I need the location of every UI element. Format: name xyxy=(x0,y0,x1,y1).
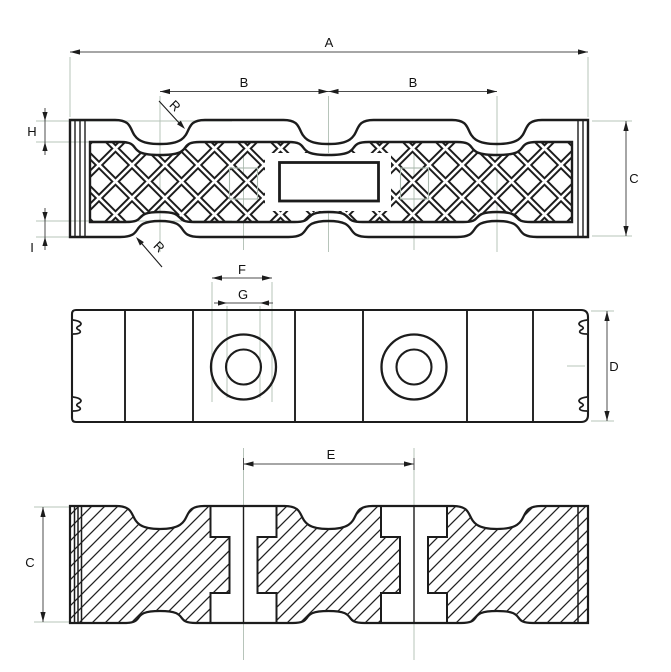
plan-outline xyxy=(70,308,590,424)
center-plate xyxy=(278,161,380,203)
dim-c-front-label: C xyxy=(629,171,638,186)
dim-r-top: R xyxy=(158,97,185,129)
section-outline xyxy=(68,504,590,625)
dim-f-label: F xyxy=(238,262,246,277)
dim-a: A xyxy=(70,35,588,55)
dim-g-label: G xyxy=(238,287,248,302)
front-view xyxy=(68,118,590,239)
dim-b1: B xyxy=(160,75,329,95)
dim-h: H xyxy=(27,108,48,155)
dim-a-label: A xyxy=(325,35,334,50)
dim-e-label: E xyxy=(327,447,336,462)
hidden-boss-edges xyxy=(228,167,430,200)
section-view xyxy=(68,504,590,625)
dim-c-section-label: C xyxy=(25,555,34,570)
inner-border xyxy=(88,140,574,224)
dim-r-bottom: R xyxy=(136,237,168,268)
dim-e: E xyxy=(243,447,415,470)
dim-b2-label: B xyxy=(409,75,418,90)
plan-dividers xyxy=(124,310,534,422)
dim-i-label: I xyxy=(30,240,34,255)
edge-bands xyxy=(74,121,584,236)
edge-hooks xyxy=(72,319,588,412)
plan-view xyxy=(70,308,590,424)
dim-d-label: D xyxy=(609,359,618,374)
dim-h-label: H xyxy=(27,124,36,139)
dim-g: G xyxy=(214,287,273,306)
dim-c-front: C xyxy=(623,121,639,236)
dim-c-section: C xyxy=(25,507,46,622)
dim-r-bottom-label: R xyxy=(151,238,168,255)
dim-b1-label: B xyxy=(240,75,249,90)
counterbore-hole-left xyxy=(209,333,278,401)
section-edge-bands xyxy=(73,507,579,622)
section-hatch xyxy=(70,506,588,623)
dim-d: D xyxy=(604,311,619,421)
front-outline xyxy=(68,118,590,239)
dim-i: I xyxy=(30,208,48,255)
dim-b2: B xyxy=(328,75,497,95)
counterbore-hole-right xyxy=(380,333,448,401)
dim-f: F xyxy=(212,262,272,281)
